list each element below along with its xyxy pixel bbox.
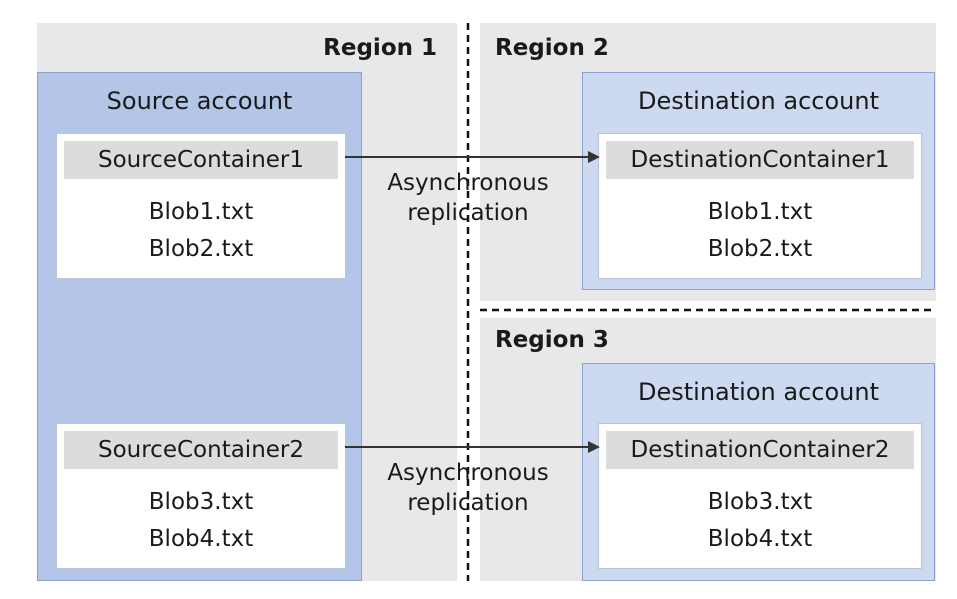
- source-container-1-header: SourceContainer1: [64, 141, 338, 179]
- region-2-label: Region 2: [495, 35, 609, 61]
- destination-container-1-blob-2: Blob2.txt: [707, 236, 813, 262]
- source-container-2: SourceContainer2 Blob3.txt Blob4.txt: [56, 423, 346, 569]
- destination-container-2-blob-1: Blob3.txt: [707, 489, 813, 515]
- region-3-label: Region 3: [495, 327, 609, 353]
- source-container-1: SourceContainer1 Blob1.txt Blob2.txt: [56, 133, 346, 279]
- destination-container-2: DestinationContainer2 Blob3.txt Blob4.tx…: [598, 423, 922, 569]
- replication-label-2-line-2: replication: [407, 490, 529, 516]
- source-container-1-blob-2: Blob2.txt: [148, 236, 254, 262]
- source-account: Source account SourceContainer1 Blob1.tx…: [37, 72, 362, 581]
- source-container-2-header: SourceContainer2: [64, 431, 338, 469]
- destination-container-2-header: DestinationContainer2: [606, 431, 914, 469]
- destination-account-2-title: Destination account: [638, 378, 879, 406]
- source-container-1-blob-1: Blob1.txt: [148, 199, 254, 225]
- source-container-2-blob-2: Blob4.txt: [148, 526, 254, 552]
- source-account-title: Source account: [106, 87, 293, 115]
- replication-label-1: Asynchronous replication: [368, 168, 568, 228]
- replication-label-2-line-1: Asynchronous: [387, 460, 549, 486]
- destination-account-1-title: Destination account: [638, 87, 879, 115]
- replication-label-1-line-1: Asynchronous: [387, 170, 549, 196]
- replication-label-2: Asynchronous replication: [368, 458, 568, 518]
- replication-label-1-line-2: replication: [407, 200, 529, 226]
- destination-account-2: Destination account DestinationContainer…: [582, 363, 935, 581]
- destination-account-1: Destination account DestinationContainer…: [582, 72, 935, 290]
- destination-container-2-blob-2: Blob4.txt: [707, 526, 813, 552]
- destination-container-1-blob-1: Blob1.txt: [707, 199, 813, 225]
- source-container-2-blob-1: Blob3.txt: [148, 489, 254, 515]
- region-1-label: Region 1: [323, 35, 437, 61]
- destination-container-1: DestinationContainer1 Blob1.txt Blob2.tx…: [598, 133, 922, 279]
- destination-container-1-header: DestinationContainer1: [606, 141, 914, 179]
